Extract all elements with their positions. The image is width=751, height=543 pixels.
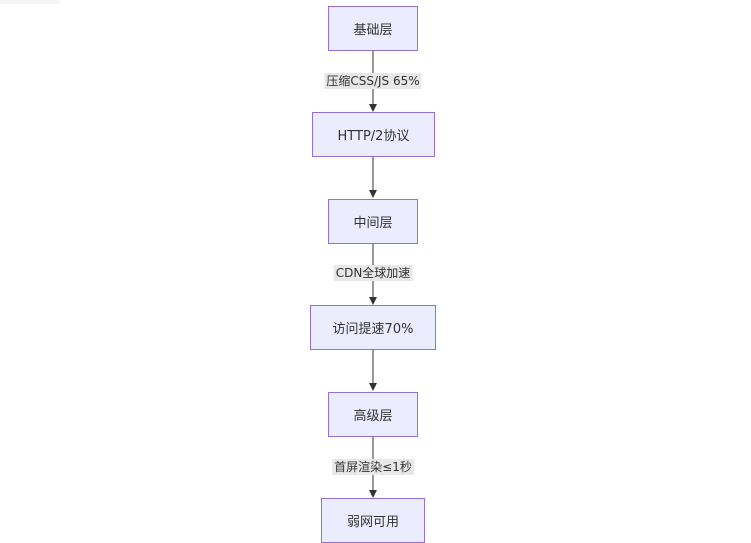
node-middle: 中间层 <box>328 199 418 244</box>
node-advanced: 高级层 <box>328 392 418 437</box>
edge-label-compress: 压缩CSS/JS 65% <box>324 73 422 89</box>
edge-label-first-paint: 首屏渲染≤1秒 <box>332 459 414 475</box>
corner-artifact <box>0 0 60 4</box>
node-speed: 访问提速70% <box>310 305 436 350</box>
node-weaknet: 弱网可用 <box>321 498 425 543</box>
edge-label-cdn: CDN全球加速 <box>333 265 413 281</box>
node-http2: HTTP/2协议 <box>312 112 435 157</box>
node-base: 基础层 <box>328 6 418 51</box>
